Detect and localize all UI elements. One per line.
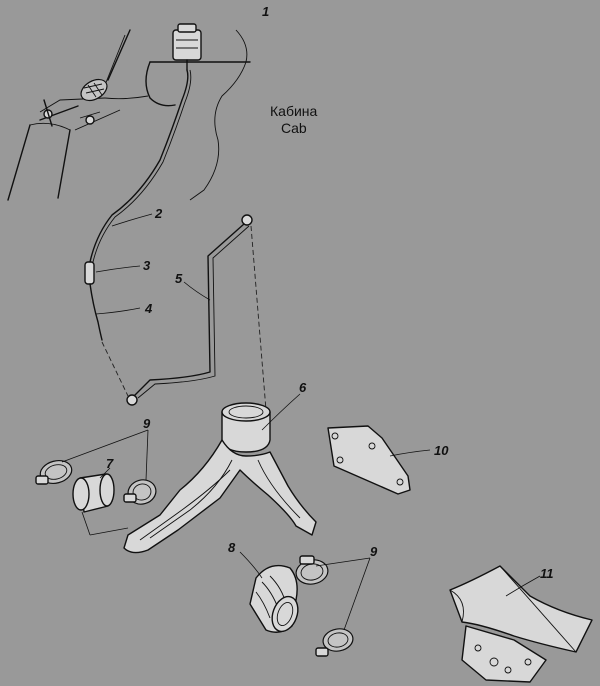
elbow-hose-8 xyxy=(249,564,299,633)
label-6: 6 xyxy=(299,380,307,395)
clamp-9-right-a xyxy=(295,555,329,585)
plate-10 xyxy=(327,425,411,495)
label-9-right: 9 xyxy=(370,544,378,559)
clamp-9-left-a xyxy=(35,459,73,485)
label-8: 8 xyxy=(228,540,236,555)
connection-line-a xyxy=(101,341,129,397)
fluid-reservoir xyxy=(172,23,202,71)
pipe-2 xyxy=(89,69,189,263)
label-1: 1 xyxy=(262,4,269,19)
label-2: 2 xyxy=(154,206,163,221)
label-3: 3 xyxy=(143,258,151,273)
pipe-5 xyxy=(126,214,253,406)
label-10: 10 xyxy=(434,443,449,458)
label-4: 4 xyxy=(144,301,153,316)
pedal-linkage xyxy=(39,78,108,127)
cab-structure xyxy=(7,29,251,201)
label-5: 5 xyxy=(175,271,183,286)
leader-lines xyxy=(61,213,541,631)
label-11: 11 xyxy=(540,566,554,581)
label-cab-ru: Кабина xyxy=(270,103,318,119)
shell-bracket-11 xyxy=(449,565,593,683)
label-9-left: 9 xyxy=(143,416,151,431)
sleeve-7 xyxy=(72,473,115,513)
connection-line-b xyxy=(250,225,267,411)
clamp-9-left-b xyxy=(123,479,157,505)
bracket-6 xyxy=(123,402,317,554)
label-7: 7 xyxy=(106,456,114,471)
clamp-9-right-b xyxy=(315,628,354,657)
hose-3 xyxy=(84,261,95,285)
pipe-4 xyxy=(89,283,103,341)
label-cab-en: Cab xyxy=(281,120,307,136)
